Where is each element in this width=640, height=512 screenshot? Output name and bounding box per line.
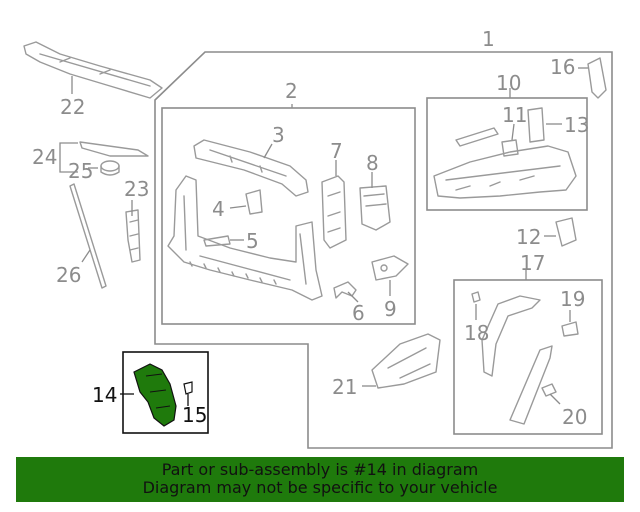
- callout-10: 10: [496, 71, 521, 95]
- callout-12: 12: [516, 225, 541, 249]
- callout-5: 5: [246, 229, 259, 253]
- group-box-17: [453, 279, 603, 435]
- callout-19: 19: [560, 287, 585, 311]
- callout-1: 1: [482, 27, 495, 51]
- parts-diagram: 1 2 3 4 5 6 7 8 9 10 11 12 13 14 15 16 1…: [23, 27, 613, 449]
- callout-11: 11: [502, 103, 527, 127]
- callout-16: 16: [550, 55, 575, 79]
- part-3-drawing: [193, 139, 309, 197]
- part-21-drawing: [362, 333, 441, 389]
- group-box-10: [426, 97, 588, 211]
- callout-22: 22: [60, 95, 85, 119]
- callout-23: 23: [124, 177, 149, 201]
- callout-2: 2: [285, 79, 298, 103]
- part-26-drawing: [69, 183, 107, 289]
- assembly-outline-1: [154, 51, 613, 449]
- callout-7: 7: [330, 139, 343, 163]
- part-12-drawing: [544, 217, 577, 247]
- part-16-drawing: [578, 57, 607, 99]
- callout-8: 8: [366, 151, 379, 175]
- callout-6: 6: [352, 301, 365, 325]
- part-10-drawing: [433, 88, 577, 199]
- callout-15: 15: [182, 403, 207, 427]
- part-14-highlighted-drawing: [120, 363, 193, 427]
- part-23-drawing: [125, 200, 141, 263]
- callout-25: 25: [68, 159, 93, 183]
- part-7-drawing: [321, 160, 347, 249]
- callout-4: 4: [212, 197, 225, 221]
- group-box-14: [122, 351, 209, 434]
- part-8-drawing: [359, 172, 391, 231]
- part-24-25-drawing: [59, 141, 149, 176]
- callout-24: 24: [32, 145, 57, 169]
- part-22-drawing: [23, 41, 163, 99]
- callout-14: 14: [92, 383, 117, 407]
- callout-21: 21: [332, 375, 357, 399]
- part-9-drawing: [371, 255, 409, 296]
- part-17-drawing: [471, 270, 579, 425]
- callout-17: 17: [520, 251, 545, 275]
- callout-20: 20: [562, 405, 587, 429]
- banner-line-2: Diagram may not be specific to your vehi…: [142, 478, 498, 497]
- info-banner: Part or sub-assembly is #14 in diagram D…: [16, 457, 624, 502]
- callout-13: 13: [564, 113, 589, 137]
- callout-3: 3: [272, 123, 285, 147]
- part-2-drawing: [167, 104, 323, 301]
- callout-18: 18: [464, 321, 489, 345]
- part-6-drawing: [333, 281, 359, 303]
- group-box-2: [161, 107, 416, 325]
- part-4-5-drawing: [203, 189, 263, 247]
- banner-line-1: Part or sub-assembly is #14 in diagram: [161, 460, 479, 479]
- callout-9: 9: [384, 297, 397, 321]
- callout-26: 26: [56, 263, 81, 287]
